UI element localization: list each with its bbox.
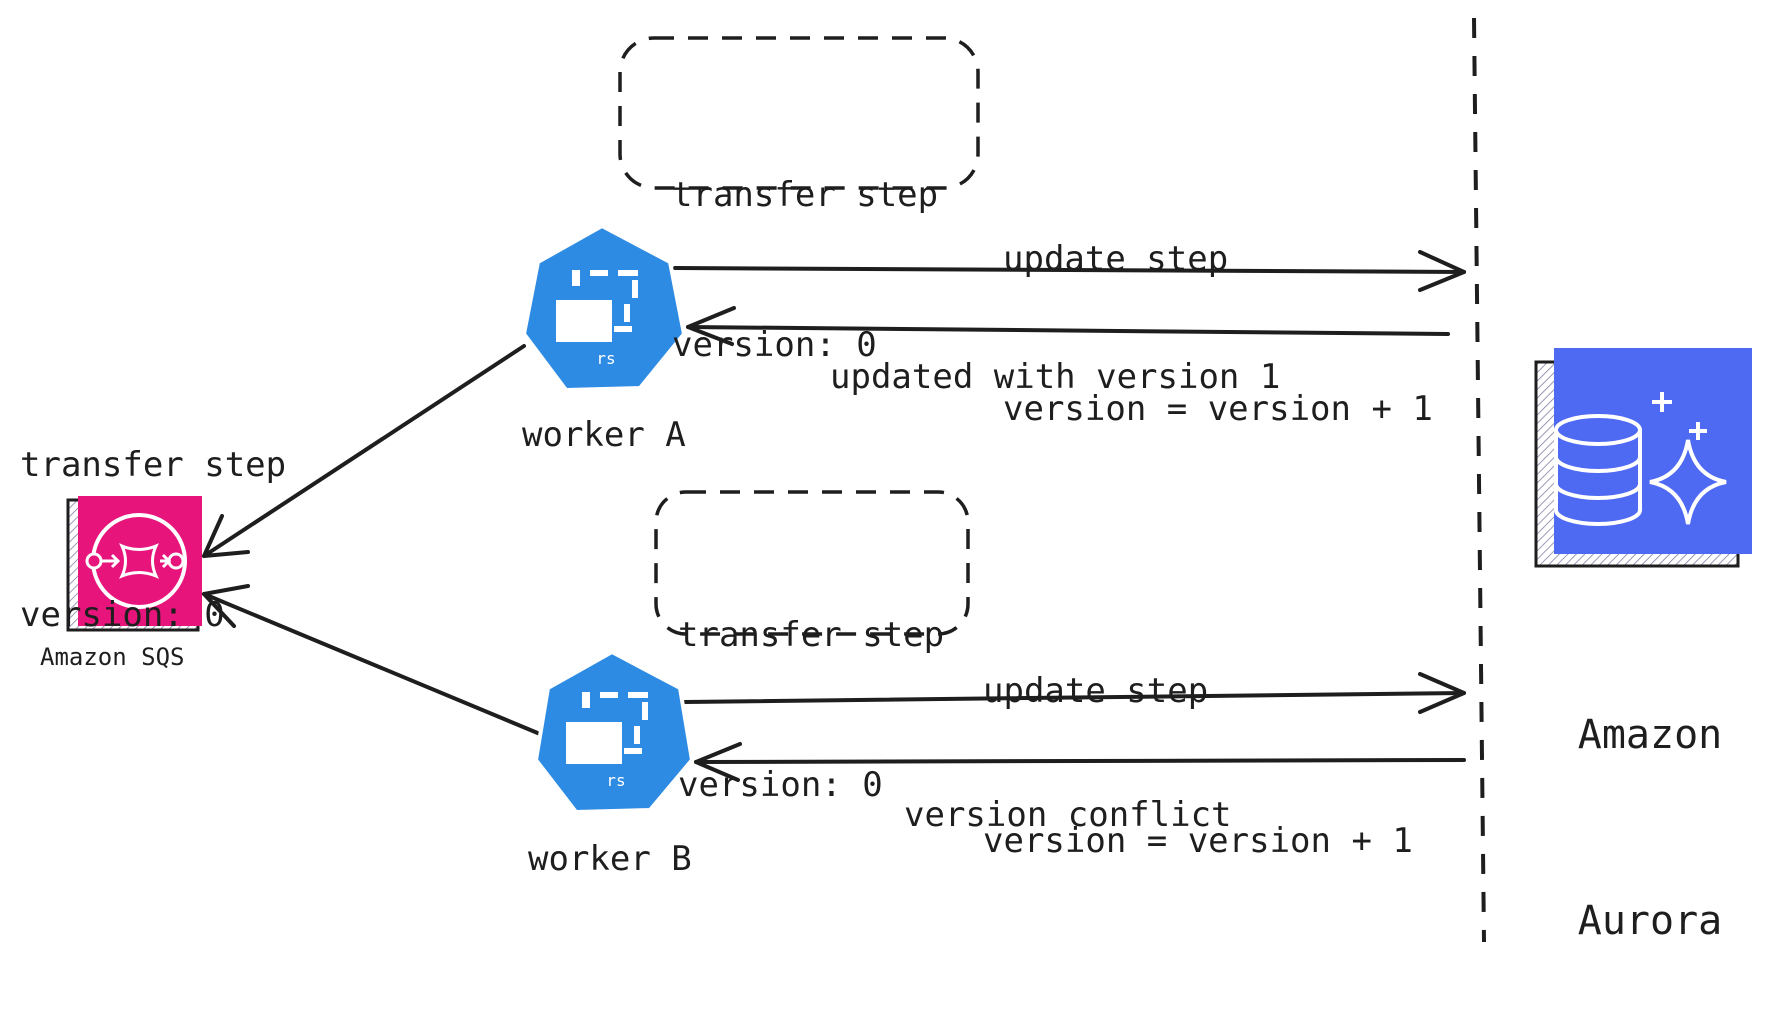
sqs-label: Amazon SQS: [40, 643, 185, 671]
svg-text:rs: rs: [606, 771, 625, 790]
worker-a-state-box: [618, 36, 980, 190]
worker-a-pod-icon: rs: [521, 223, 687, 393]
aurora-label: Amazon Aurora: [1540, 580, 1760, 1014]
worker-a-request-line1: update step: [1003, 239, 1229, 279]
worker-b-request-arrow: [683, 672, 1466, 714]
worker-a-request-line2: version = version + 1: [1003, 389, 1433, 429]
worker-b-state-line2: version: 0: [678, 765, 883, 805]
worker-b-pod-icon: rs: [533, 649, 695, 815]
worker-b-response-text: version conflict: [904, 795, 1232, 835]
aurora-label-line1: Amazon: [1577, 712, 1723, 758]
worker-b-request-text: update step version = version + 1: [983, 566, 1413, 916]
sqs-message-text: transfer step version: 0: [20, 340, 286, 690]
worker-b-to-sqs-arrow: [202, 584, 542, 736]
worker-a-response-arrow: [686, 306, 1450, 346]
sqs-queue-icon: [66, 496, 202, 632]
worker-b-request-line2: version = version + 1: [983, 821, 1413, 861]
worker-b-label: worker B: [528, 839, 692, 879]
boundary-dashed-line: [1472, 17, 1486, 943]
svg-text:rs: rs: [596, 349, 615, 368]
worker-b-state-box: [654, 490, 970, 636]
worker-a-request-text: update step version = version + 1: [1003, 134, 1433, 484]
worker-b-state-line1: transfer step: [678, 615, 945, 655]
worker-a-state-line2: version: 0: [672, 325, 877, 365]
worker-a-to-sqs-arrow: [202, 344, 526, 558]
worker-b-response-arrow: [694, 742, 1466, 782]
worker-a-state-line1: transfer step: [672, 175, 939, 215]
sqs-message-line1: transfer step: [20, 445, 287, 485]
worker-a-request-arrow: [673, 250, 1466, 292]
worker-a-response-text: updated with version 1: [830, 357, 1281, 397]
aurora-database-icon: [1534, 348, 1752, 568]
worker-b-request-line1: update step: [983, 671, 1209, 711]
aurora-label-line2: Aurora: [1577, 898, 1723, 944]
worker-a-state-text: transfer step version: 0: [672, 70, 938, 420]
worker-a-label: worker A: [522, 415, 686, 455]
worker-b-state-text: transfer step version: 0: [678, 510, 944, 860]
sqs-message-line2: version: 0: [20, 595, 225, 635]
